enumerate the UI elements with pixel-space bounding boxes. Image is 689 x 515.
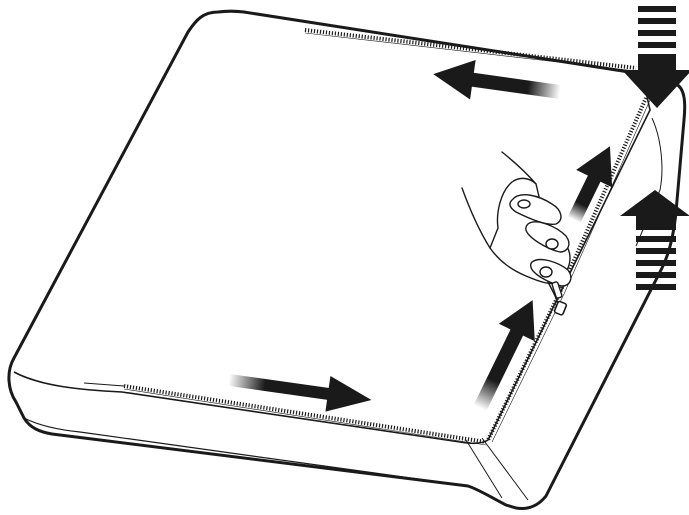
- arrow-icon: [567, 146, 613, 224]
- direction-arrows: [228, 59, 613, 412]
- cushion-outline: [7, 9, 687, 510]
- hand-icon: [461, 151, 572, 305]
- arrow-icon: [228, 373, 372, 412]
- zipper: [83, 28, 651, 446]
- compression-arrows: [620, 6, 689, 290]
- striped-arrow-icon: [622, 6, 689, 108]
- arrow-icon: [433, 59, 561, 100]
- cushion-side-edge: [23, 417, 469, 487]
- zipper-track-right: [486, 97, 648, 441]
- zipper-track-bottom: [123, 384, 487, 444]
- striped-arrow-icon: [620, 190, 689, 290]
- cushion-right-side: [635, 117, 663, 247]
- zipper-pull-icon: [551, 281, 568, 316]
- cushion-corner-fold: [465, 437, 529, 501]
- cushion: [7, 9, 687, 510]
- arrow-icon: [473, 300, 535, 412]
